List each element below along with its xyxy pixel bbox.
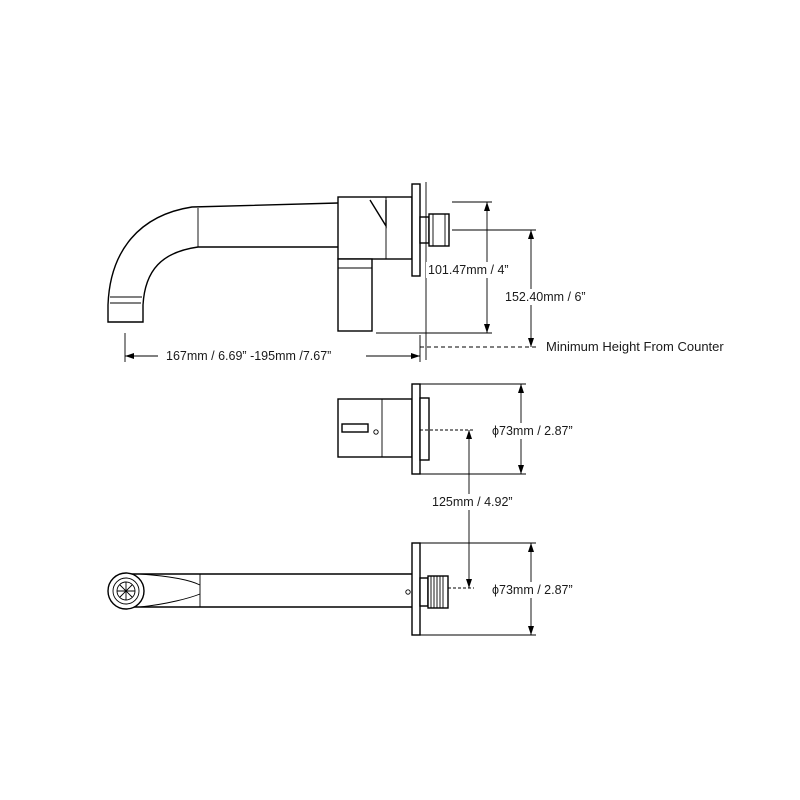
spout-connector-nut (419, 577, 429, 607)
label-center-spacing: 125mm / 4.92” (432, 495, 513, 509)
handle-flange-top (411, 383, 421, 475)
dim-spout-diam-arrow-top (528, 543, 534, 552)
handle-lever-top-view (341, 423, 369, 433)
dim-handle-diam-arrow-top (518, 384, 524, 393)
label-spout-diameter-bg (490, 582, 575, 598)
spout-set-dot (405, 589, 411, 595)
spout-tube-top (126, 573, 412, 608)
handle-lever (337, 258, 373, 332)
dim-outlet-arrow-top (484, 202, 490, 211)
dim-spacing-arrow-bot (466, 579, 472, 588)
dim-outlet-arrow-bot (484, 324, 490, 333)
label-outlet-height: 101.47mm / 4” (428, 263, 509, 277)
dim-total-arrow-bot (528, 338, 534, 347)
label-center-spacing-bg (430, 494, 515, 510)
thread-lines (430, 576, 444, 608)
label-handle-diameter-bg (490, 423, 575, 439)
spout-flange-top (411, 542, 421, 636)
label-min-height: Minimum Height From Counter (546, 339, 724, 354)
side-elevation-view: 101.47mm / 4” 152.40mm / 6” Minimum Heig… (107, 182, 724, 364)
aerator-ring (112, 577, 140, 605)
label-outlet-height-bg (426, 262, 511, 278)
dim-reach-arrow-left (125, 353, 134, 359)
label-total-height: 152.40mm / 6” (505, 290, 586, 304)
dim-spout-diam-arrow-bot (528, 626, 534, 635)
handle-pivot-dot (373, 429, 379, 435)
label-handle-diameter: ϕ73mm / 2.87” (492, 424, 573, 438)
aerator-mesh (117, 582, 135, 600)
label-spout-diameter: ϕ73mm / 2.87” (492, 583, 573, 597)
spout-tip (107, 305, 144, 323)
dim-reach-arrow-right (411, 353, 420, 359)
wall-flange-side (411, 183, 421, 277)
spout-curve-inner (142, 246, 338, 306)
label-spout-reach-bg (164, 348, 334, 364)
center-spacing-dimension: 125mm / 4.92” (430, 430, 515, 588)
connector-cap (428, 213, 450, 247)
label-total-height-bg (503, 289, 588, 305)
dim-total-arrow-top (528, 230, 534, 239)
spout-curve (107, 202, 339, 306)
spout-top-view: ϕ73mm / 2.87” (107, 542, 575, 636)
handle-lever-top (369, 199, 387, 229)
connector-nut (419, 216, 430, 244)
dim-spacing-arrow-top (466, 430, 472, 439)
label-spout-reach: 167mm / 6.69” -195mm /7.67” (166, 349, 331, 363)
handle-top-view: ϕ73mm / 2.87” (337, 383, 575, 475)
handle-connector-top (419, 397, 430, 461)
valve-body (337, 196, 413, 260)
spout-end-curve (139, 573, 201, 608)
dim-handle-diam-arrow-bot (518, 465, 524, 474)
